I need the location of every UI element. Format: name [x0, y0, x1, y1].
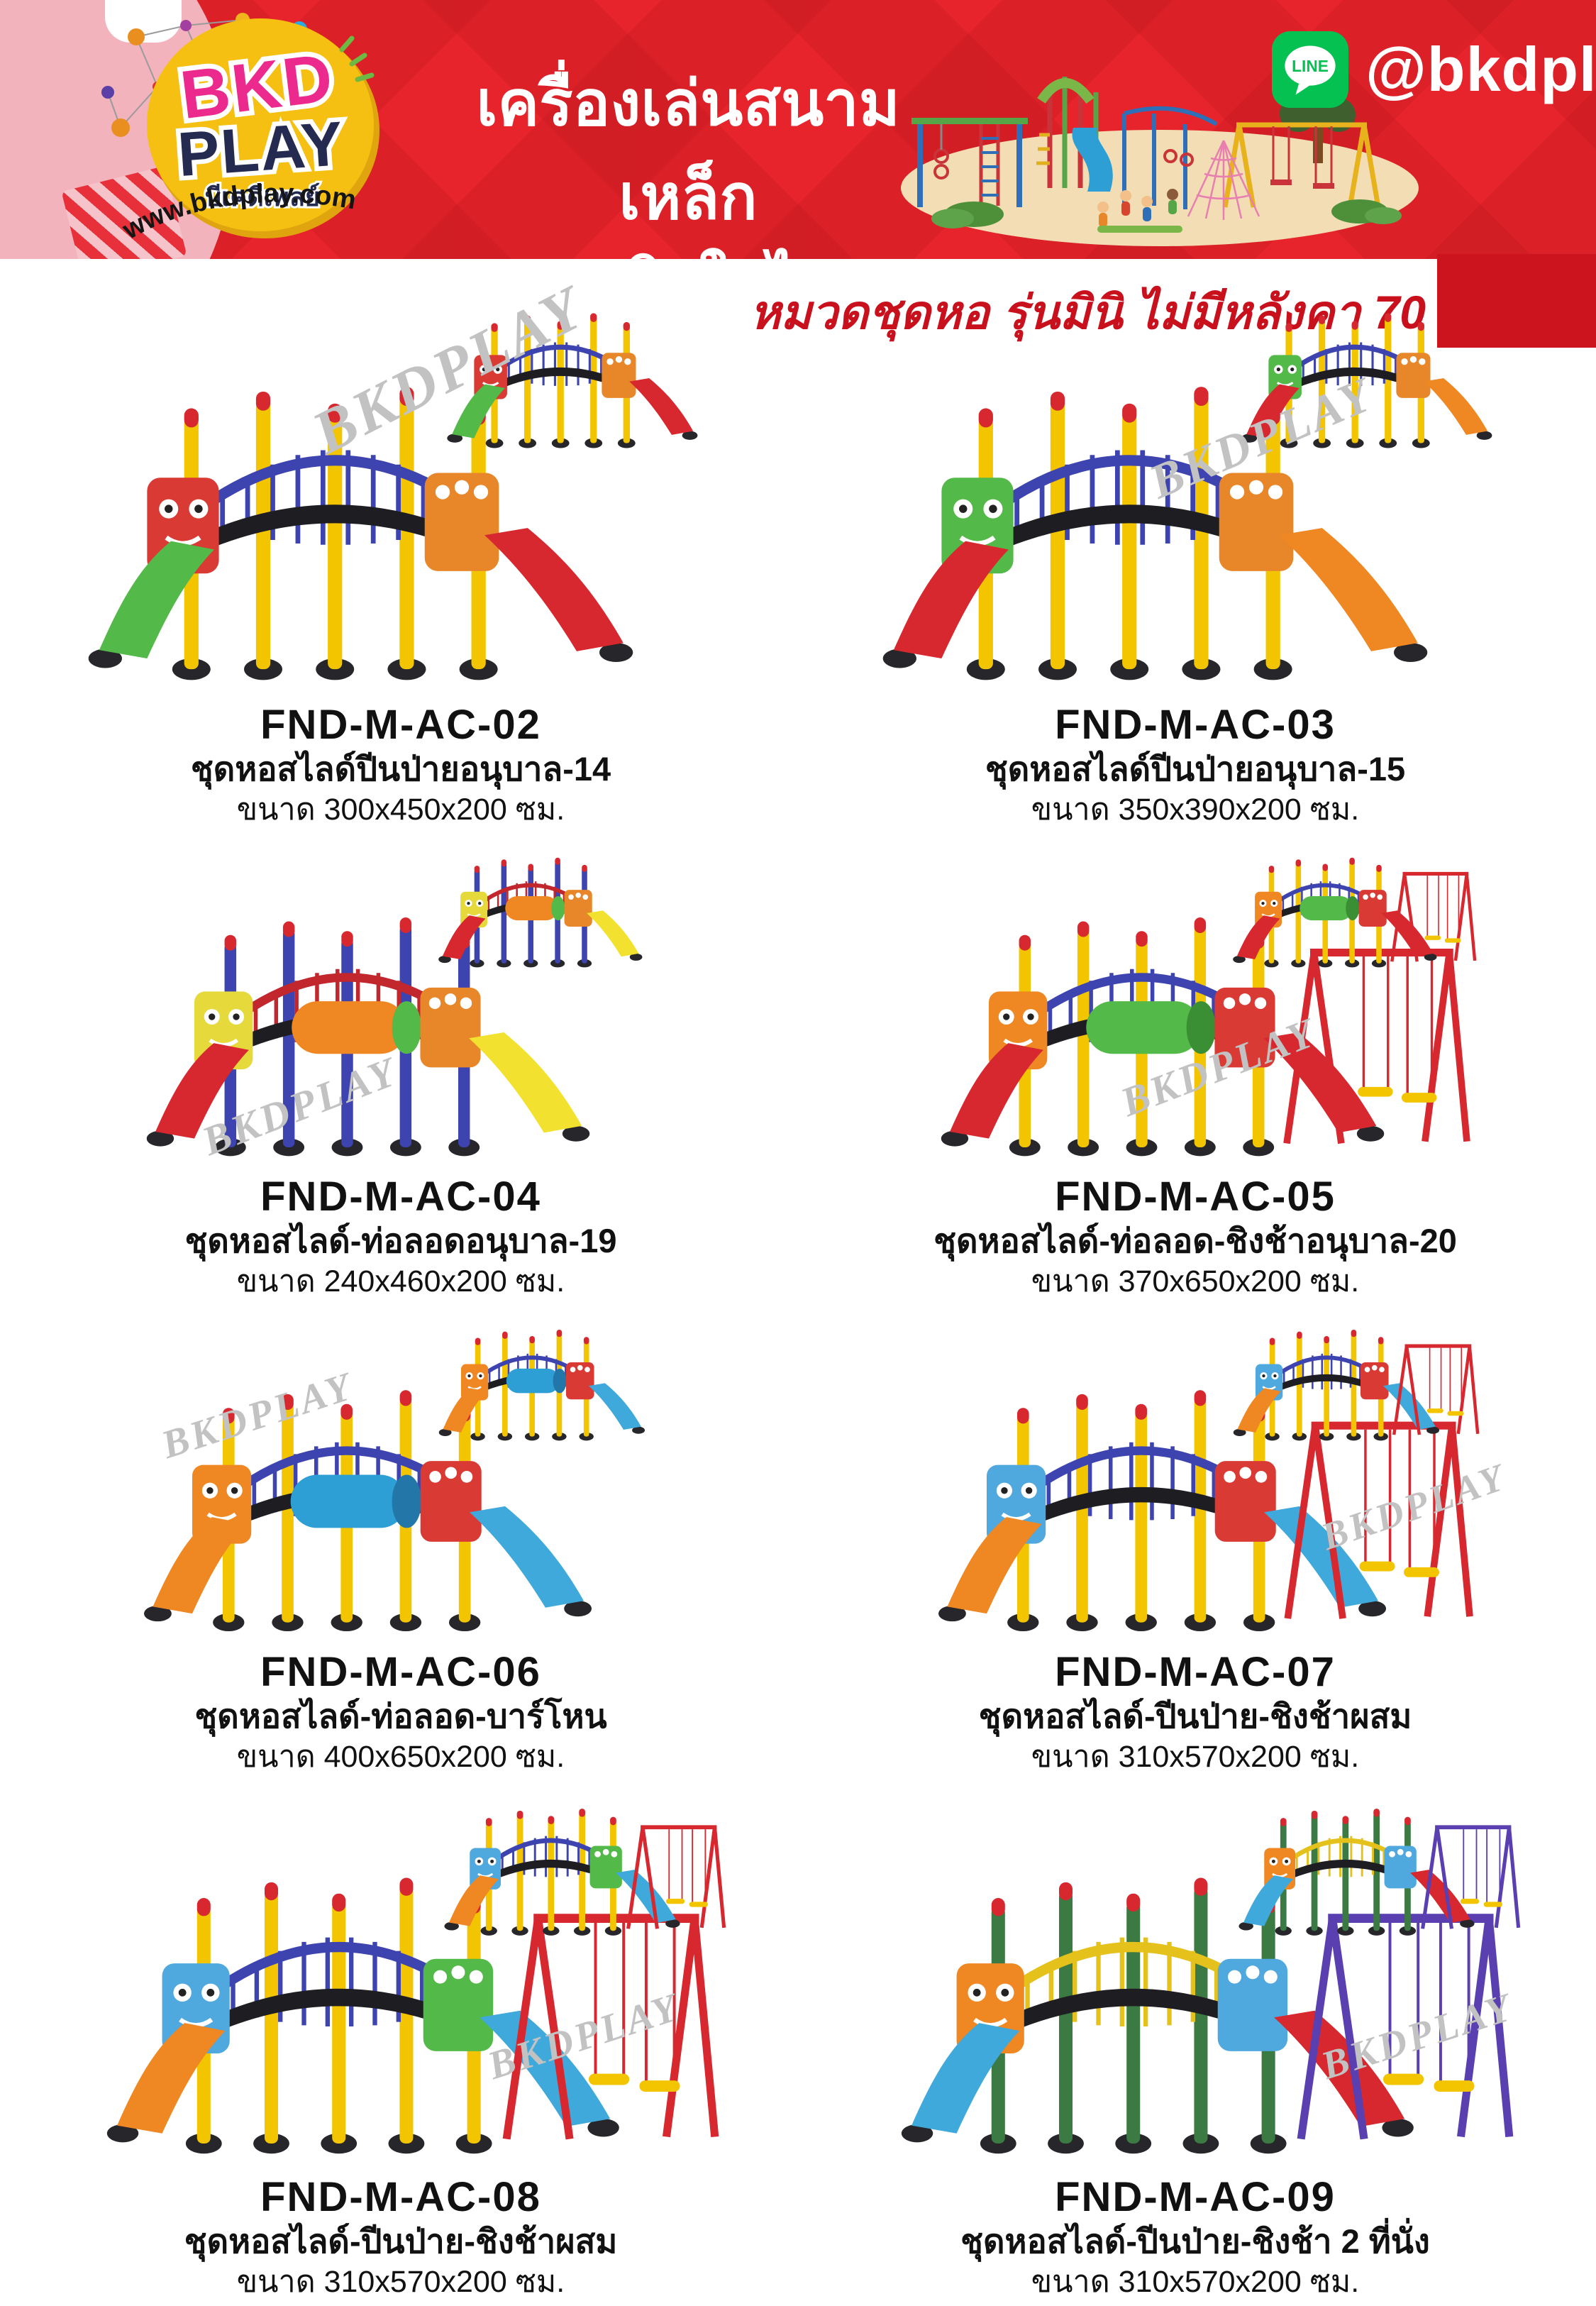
svg-text:LINE: LINE [1292, 57, 1329, 75]
product-code: FND-M-AC-08 [260, 2174, 541, 2221]
product-card: FND-M-AC-03 ชุดหอสไลด์ปีนป่ายอนุบาล-15 ข… [823, 284, 1568, 830]
product-name: ชุดหอสไลด์ปีนป่ายอนุบาล-15 [985, 750, 1406, 788]
product-image [823, 834, 1568, 1174]
product-card: FND-M-AC-02 ชุดหอสไลด์ปีนป่ายอนุบาล-14 ข… [28, 284, 773, 830]
product-image [28, 834, 773, 1174]
product-code: FND-M-AC-09 [1055, 2174, 1336, 2221]
logo-thai-text: บีเคดีเพลย์ [205, 182, 320, 211]
product-name: ชุดหอสไลด์-ปีนป่าย-ชิงช้าผสม [978, 1697, 1412, 1736]
product-code: FND-M-AC-04 [260, 1174, 541, 1220]
product-size: ขนาด 310x570x200 ซม. [236, 2265, 565, 2300]
product-name: ชุดหอสไลด์-ท่อลอด-บาร์โหน [194, 1697, 607, 1736]
product-card: FND-M-AC-09 ชุดหอสไลด์-ปีนป่าย-ชิงช้า 2 … [823, 1781, 1568, 2302]
product-card: FND-M-AC-05 ชุดหอสไลด์-ท่อลอด-ชิงช้าอนุบ… [823, 834, 1568, 1302]
product-name: ชุดหอสไลด์-ท่อลอดอนุบาล-19 [184, 1222, 617, 1260]
product-size: ขนาด 400x650x200 ซม. [236, 1740, 565, 1775]
product-image [823, 1306, 1568, 1650]
playground-illustration [901, 70, 1419, 246]
product-card: FND-M-AC-07 ชุดหอสไลด์-ปีนป่าย-ชิงช้าผสม… [823, 1306, 1568, 1777]
product-code: FND-M-AC-02 [260, 702, 541, 749]
logo-play-text: PLAY [175, 108, 346, 189]
header-title: เครื่องเล่นสนามเหล็ก ผลิตในไทย [426, 57, 951, 259]
product-code: FND-M-AC-06 [260, 1649, 541, 1696]
product-card: FND-M-AC-06 ชุดหอสไลด์-ท่อลอด-บาร์โหน ขน… [28, 1306, 773, 1777]
product-size: ขนาด 310x570x200 ซม. [1031, 2265, 1360, 2300]
product-code: FND-M-AC-07 [1055, 1649, 1336, 1696]
product-code: FND-M-AC-03 [1055, 702, 1336, 749]
spark-dashes [339, 35, 375, 82]
product-image [28, 1306, 773, 1650]
kids-figures [1097, 189, 1178, 227]
product-size: ขนาด 310x570x200 ซม. [1031, 1740, 1360, 1775]
product-image [28, 1781, 773, 2175]
product-image [28, 284, 773, 702]
product-name: ชุดหอสไลด์-ท่อลอด-ชิงช้าอนุบาล-20 [933, 1222, 1457, 1260]
product-code: FND-M-AC-05 [1055, 1174, 1336, 1220]
product-name: ชุดหอสไลด์ปีนป่ายอนุบาล-14 [190, 750, 611, 788]
product-name: ชุดหอสไลด์-ปีนป่าย-ชิงช้า 2 ที่นั่ง [960, 2222, 1430, 2261]
line-handle: @bkdplay [1365, 34, 1596, 104]
product-size: ขนาด 240x460x200 ซม. [236, 1264, 565, 1299]
header-title-line2: ผลิตในไทย [511, 244, 951, 259]
line-badge: LINE @bkdplay [1272, 28, 1596, 111]
header-banner: BKD PLAY บีเคดีเพลย์ www.bkdplay.com เคร… [0, 0, 1596, 259]
product-size: ขนาด 350x390x200 ซม. [1031, 793, 1360, 827]
header-title-line1: เครื่องเล่นสนามเหล็ก [476, 68, 900, 232]
product-name: ชุดหอสไลด์-ปีนป่าย-ชิงช้าผสม [184, 2222, 618, 2261]
section-heading: หมวดชุดหอ รุ่นมินิ ไม่มีหลังคา 70 [750, 286, 1426, 338]
logo-circle [147, 18, 374, 231]
product-image [823, 1781, 1568, 2175]
product-image [823, 284, 1568, 702]
brand-logo: BKD PLAY บีเคดีเพลย์ www.bkdplay.com [101, 13, 379, 246]
product-card: FND-M-AC-04 ชุดหอสไลด์-ท่อลอดอนุบาล-19 ข… [28, 834, 773, 1302]
product-size: ขนาด 370x650x200 ซม. [1031, 1264, 1360, 1299]
product-size: ขนาด 300x450x200 ซม. [236, 793, 565, 827]
line-icon: LINE [1272, 31, 1348, 108]
product-card: FND-M-AC-08 ชุดหอสไลด์-ปีนป่าย-ชิงช้าผสม… [28, 1781, 773, 2302]
